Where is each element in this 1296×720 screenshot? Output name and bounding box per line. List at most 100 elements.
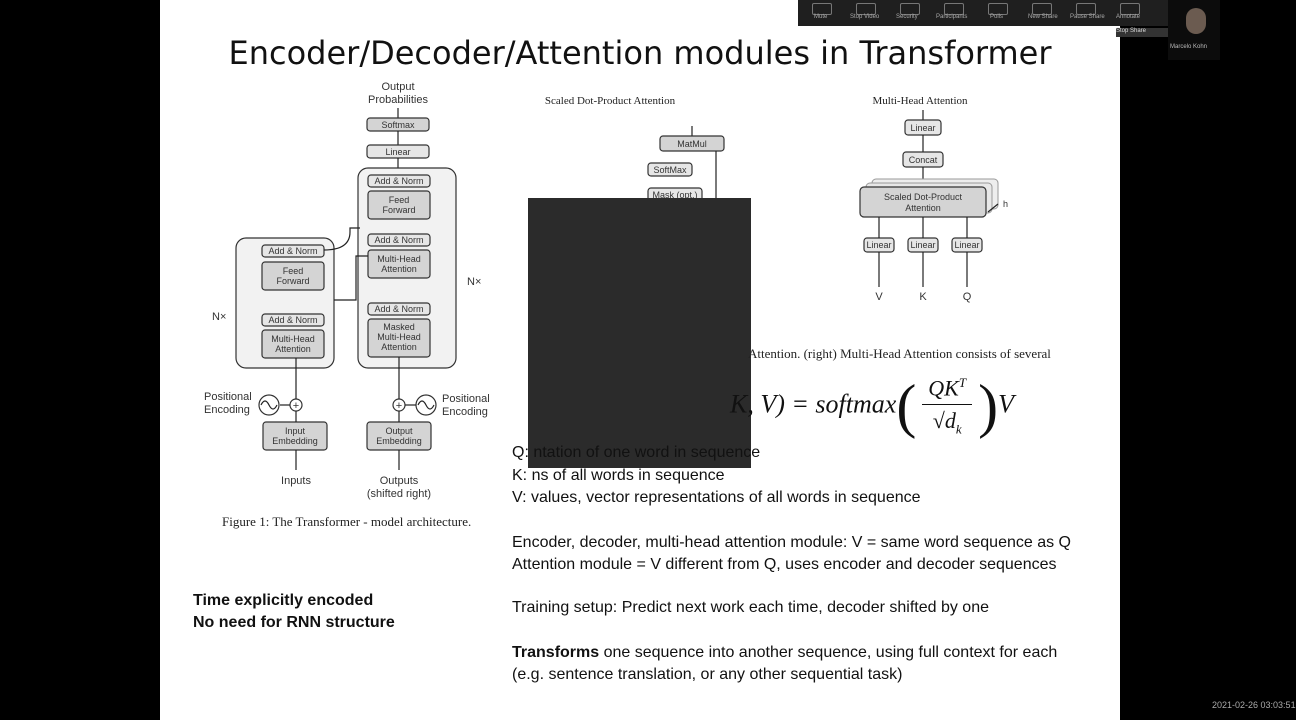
probabilities-label: Probabilities [368,94,428,106]
output-emb-1: Output [385,426,413,436]
sdpa-title: Scaled Dot-Product Attention [545,95,676,107]
mute-icon[interactable] [812,3,832,15]
outputs-label: Outputs [380,475,419,487]
mha-q-label: Q [963,291,972,303]
left-note: Time explicitly encoded No need for RNN … [193,590,395,634]
mha-sdpa-1: Scaled Dot-Product [884,192,963,202]
shifted-right-label: (shifted right) [367,488,431,500]
dec-mha-1: Multi-Head [377,254,421,264]
formula-denominator: √d [932,408,956,434]
svg-text:+: + [293,400,299,412]
dec-mha-2: Attention [381,264,417,274]
enc-ff-2: Forward [276,276,309,286]
bullet-transforms-line2: (e.g. sentence translation, or any other… [512,666,903,683]
left-note-line2: No need for RNN structure [193,614,395,631]
mha-sdpa-2: Attention [905,203,941,213]
dec-ff-1: Feed [389,195,410,205]
pause-share-icon[interactable] [1076,3,1096,15]
input-embedding-block [262,421,328,451]
output-emb-2: Embedding [376,436,422,446]
output-label: Output [381,81,414,93]
polls-icon[interactable] [988,3,1008,15]
toolbar-pause-share[interactable]: Pause Share [1070,14,1105,20]
formula-tail: V [998,389,1014,419]
transforms-bold: Transforms [512,644,600,661]
mha-linear-v: Linear [866,240,891,250]
enc-mha-2: Attention [275,344,311,354]
new-share-icon[interactable] [1032,3,1052,15]
dec-addnorm-3: Add & Norm [374,176,423,186]
input-emb-2: Embedding [272,436,318,446]
dec-positional-2: Encoding [442,406,488,418]
linear-label: Linear [385,147,410,157]
bullet-attn: Attention module = V different from Q, u… [512,556,1057,573]
decoder-nx: N× [467,276,481,288]
inputs-label: Inputs [281,475,311,487]
bullet-enc-dec: Encoder, decoder, multi-head attention m… [512,534,1071,551]
attention-formula: K, V) = softmax(QKT√dk)V [730,373,1014,439]
encoder-nx: N× [212,311,226,323]
bullet-training: Training setup: Predict next work each t… [512,599,989,616]
transformer-diagram: Output Probabilities Softmax Linear Add … [204,81,1008,500]
toolbar-annotate[interactable]: Annotate [1116,14,1141,20]
dec-masked-3: Attention [381,342,417,352]
formula-denominator-sub: k [955,421,962,437]
toolbar-security[interactable]: Security [896,14,918,20]
transforms-rest: one sequence into another sequence, usin… [599,644,1058,661]
formula-numerator: QK [928,375,959,401]
toolbar-new-share[interactable]: New Share [1028,14,1058,20]
slide: Encoder/Decoder/Attention modules in Tra… [160,0,1120,720]
security-icon[interactable] [900,3,920,15]
mha-v-label: V [875,291,883,303]
enc-mha-1: Multi-Head [271,334,315,344]
toolbar-mute[interactable]: Mute [814,14,828,20]
enc-ff-1: Feed [283,266,304,276]
input-emb-1: Input [285,426,306,436]
participant-avatar [1186,8,1206,34]
mha-linear-k: Linear [910,240,935,250]
enc-addnorm-2: Add & Norm [268,246,317,256]
svg-text:+: + [396,400,402,412]
mha-linear-top: Linear [910,123,935,133]
mha-title: Multi-Head Attention [872,95,968,107]
dec-positional-1: Positional [442,393,490,405]
mha-h: h [1003,199,1008,209]
sdpa-mask: Mask (opt.) [652,190,697,200]
slide-title: Encoder/Decoder/Attention modules in Tra… [228,34,1052,72]
mha-concat: Concat [909,155,938,165]
video-icon[interactable] [856,3,876,15]
bullet-q: Q: ntation of one word in sequence [512,444,761,461]
toolbar-polls[interactable]: Polls [990,14,1004,20]
toolbar-participants[interactable]: Participants [936,14,968,20]
bullet-k: K: ns of all words in sequence [512,467,725,484]
redaction-box [528,198,751,468]
annotate-icon[interactable] [1120,3,1140,15]
participant-video[interactable]: Marcelo Kohn [1168,0,1220,60]
figure2-caption-fragment: Attention. (right) Multi-Head Attention … [748,346,1051,361]
figure1-caption: Figure 1: The Transformer - model archit… [222,514,472,529]
participants-icon[interactable] [944,3,964,15]
dec-masked-2: Multi-Head [377,332,421,342]
left-note-line1: Time explicitly encoded [193,592,374,609]
bullet-v: V: values, vector representations of all… [512,489,921,506]
zoom-toolbar[interactable]: Mute Stop Video Security Participants Po… [798,0,1168,37]
dec-ff-2: Forward [382,205,415,215]
stop-share-button[interactable]: Stop Share [1116,28,1168,37]
sdpa-matmul: MatMul [677,139,707,149]
toolbar-stop-video[interactable]: Stop Video [850,14,880,20]
enc-positional-1: Positional [204,391,252,403]
participant-name: Marcelo Kohn [1170,44,1208,50]
enc-addnorm-1: Add & Norm [268,315,317,325]
dec-addnorm-1: Add & Norm [374,304,423,314]
enc-positional-2: Encoding [204,404,250,416]
mha-k-label: K [919,291,927,303]
formula-lhs: K, V) = softmax [730,389,897,419]
formula-numerator-sup: T [958,375,967,391]
dec-masked-1: Masked [383,322,415,332]
softmax-label: Softmax [381,120,415,130]
sdpa-softmax: SoftMax [653,165,687,175]
timestamp: 2021-02-26 03:03:51 [1212,700,1296,710]
dec-addnorm-2: Add & Norm [374,235,423,245]
bullet-transforms: Transforms one sequence into another seq… [512,642,1057,664]
mha-linear-q: Linear [954,240,979,250]
